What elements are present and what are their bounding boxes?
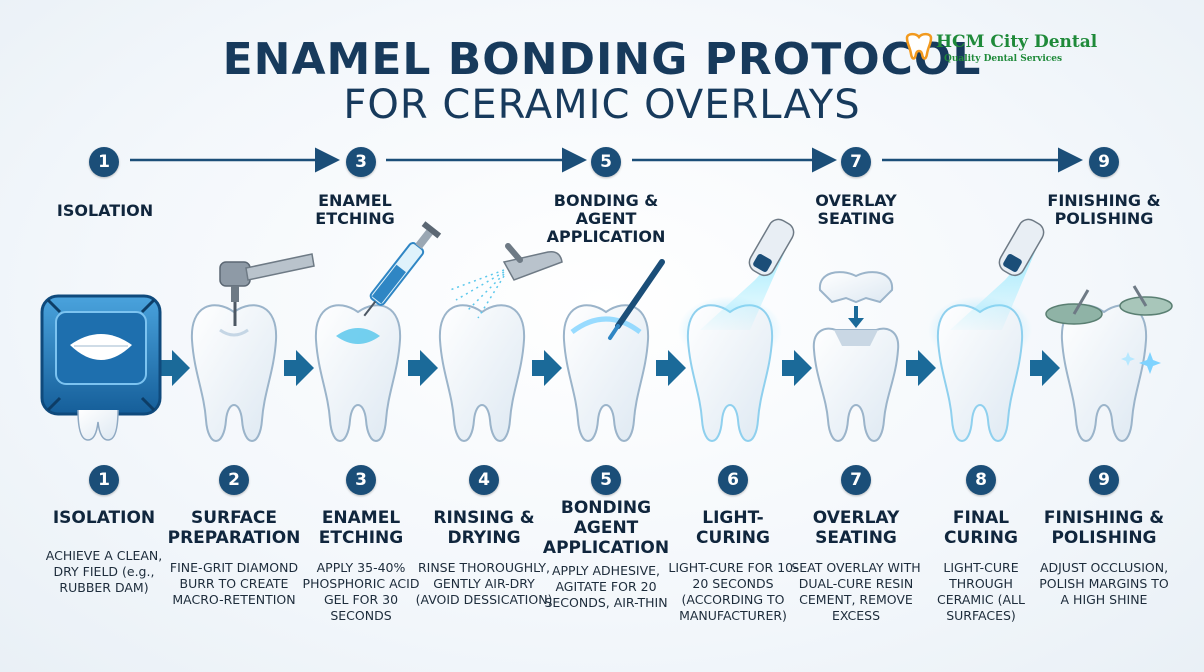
top-step-badge: 5: [591, 147, 621, 177]
step-description: LIGHT-CURE FOR 10-20 SECONDS (ACCORDING …: [668, 560, 798, 623]
curing-light-icon-2: [950, 218, 1045, 330]
step-description: APPLY ADHESIVE, AGITATE FOR 20 SECONDS, …: [544, 563, 668, 610]
rubber-dam-icon: [40, 294, 162, 441]
step-title: ENAMEL ETCHING: [318, 508, 404, 548]
step-badge: 5: [591, 465, 621, 495]
top-step-badge: 3: [346, 147, 376, 177]
step-badge: 8: [966, 465, 996, 495]
step-title: LIGHT-CURING: [696, 508, 770, 548]
top-step-label: BONDING & AGENT APPLICATION: [546, 191, 666, 246]
step-badge: 7: [841, 465, 871, 495]
tooth-logo-icon: [905, 32, 933, 60]
step-description: RINSE THOROUGHLY, GENTLY AIR-DRY (AVOID …: [415, 560, 553, 607]
step-title: BONDING AGENT APPLICATION: [542, 498, 670, 558]
step-title: RINSING & DRYING: [433, 508, 535, 548]
step-badge: 4: [469, 465, 499, 495]
step-description: APPLY 35-40% PHOSPHORIC ACID GEL FOR 30 …: [302, 560, 420, 623]
step-badge: 2: [219, 465, 249, 495]
curing-light-icon: [700, 218, 795, 330]
step-description: SEAT OVERLAY WITH DUAL-CURE RESIN CEMENT…: [791, 560, 921, 623]
brush-applicator-icon: [608, 259, 665, 340]
step-description: ACHIEVE A CLEAN, DRY FIELD (e.g., RUBBER…: [45, 548, 163, 595]
step-title: SURFACE PREPARATION: [167, 508, 301, 548]
air-water-spray-icon: [449, 243, 563, 319]
page-title: ENAMEL BONDING PROTOCOL: [222, 34, 982, 85]
syringe-icon: [363, 221, 442, 317]
tooth-step-5: [562, 304, 650, 442]
step-description: ADJUST OCCLUSION, POLISH MARGINS TO A HI…: [1039, 560, 1169, 607]
page-subtitle: FOR CERAMIC OVERLAYS: [343, 82, 861, 128]
ceramic-overlay-icon: [818, 271, 894, 328]
step-description: FINE-GRIT DIAMOND BURR TO CREATE MACRO-R…: [169, 560, 299, 607]
top-step-label: OVERLAY SEATING: [815, 191, 897, 228]
clinic-logo: HCM City Dental Quality Dental Services: [902, 32, 1102, 68]
top-step-badge: 1: [89, 147, 119, 177]
top-step-badge: 7: [841, 147, 871, 177]
dental-drill-icon: [219, 253, 315, 326]
top-step-label: ENAMEL ETCHING: [315, 191, 395, 228]
step-badge: 1: [89, 465, 119, 495]
step-title: ISOLATION: [52, 508, 156, 528]
step-badge: 9: [1089, 465, 1119, 495]
step-badge: 6: [718, 465, 748, 495]
step-description: LIGHT-CURE THROUGH CERAMIC (ALL SURFACES…: [937, 560, 1025, 623]
tooth-step-7: [812, 327, 900, 442]
top-step-badge: 9: [1089, 147, 1119, 177]
top-step-label: FINISHING & POLISHING: [1047, 191, 1161, 228]
step-title: OVERLAY SEATING: [812, 508, 900, 548]
polishing-disc-icon: [1045, 285, 1173, 374]
step-title: FINISHING & POLISHING: [1043, 508, 1165, 548]
top-step-label: ISOLATION: [56, 201, 154, 220]
step-badge: 3: [346, 465, 376, 495]
tooth-step-9: [1060, 304, 1148, 442]
step-title: FINAL CURING: [944, 508, 1018, 548]
logo-name: HCM City Dental: [936, 32, 1098, 52]
tooth-step-3: [314, 304, 402, 442]
logo-tagline: Quality Dental Services: [944, 54, 1063, 64]
tooth-step-4: [438, 304, 526, 442]
flow-arrows: [160, 350, 1060, 386]
